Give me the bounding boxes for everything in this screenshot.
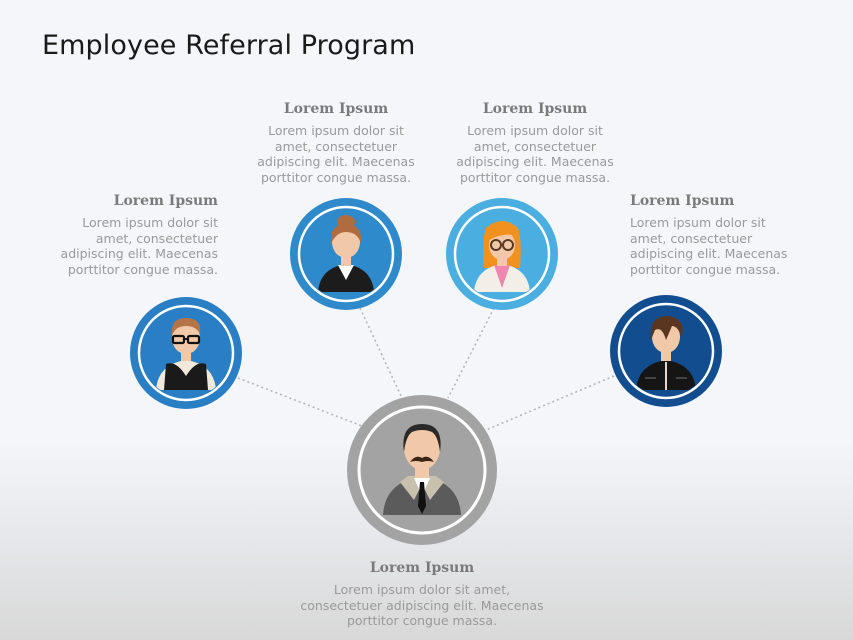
body-line: Lorem ipsum dolor sit amet, — [333, 582, 511, 597]
body-line: amet, consectetuer — [274, 138, 398, 154]
heading-right: Lorem Ipsum — [630, 193, 735, 209]
text-block-center: Lorem Ipsum Lorem ipsum dolor sit amet, … — [272, 560, 572, 629]
avatar-left[interactable] — [130, 297, 242, 409]
body-line: Lorem ipsum dolor sit — [82, 215, 218, 230]
body-right: Lorem ipsum dolor sit amet, consectetuer… — [630, 215, 830, 277]
connector-lines — [237, 307, 615, 431]
heading-top-right: Lorem Ipsum — [482, 101, 588, 117]
body-line: Lorem ipsum dolor sit — [630, 215, 766, 230]
connector-right — [485, 375, 615, 431]
text-block-top-left: Lorem Ipsum Lorem ipsum dolor sit amet, … — [236, 101, 436, 185]
man-mustache-suit-icon — [383, 424, 461, 515]
body-line: adipiscing elit. Maecenas — [257, 154, 415, 169]
body-line: porttitor congue massa. — [260, 169, 412, 185]
body-line: amet, consectetuer — [630, 230, 753, 246]
body-line: porttitor congue massa. — [630, 261, 781, 277]
body-line: consectetuer adipiscing elit. Maecenas — [300, 597, 544, 613]
body-top-left: Lorem ipsum dolor sit amet, consectetuer… — [236, 123, 436, 185]
body-line: adipiscing elit. Maecenas — [456, 154, 614, 169]
connector-left — [237, 377, 363, 427]
heading-top-left: Lorem Ipsum — [283, 101, 389, 117]
body-left: Lorem ipsum dolor sit amet, consectetuer… — [18, 215, 218, 277]
body-line: Lorem ipsum dolor sit — [467, 123, 603, 138]
body-line: porttitor congue massa. — [346, 613, 498, 628]
text-block-right: Lorem Ipsum Lorem ipsum dolor sit amet, … — [630, 193, 830, 277]
body-line: amet, consectetuer — [473, 138, 597, 154]
man-glasses-vest-icon — [156, 318, 216, 390]
body-line: amet, consectetuer — [95, 230, 218, 246]
body-line: porttitor congue massa. — [67, 261, 218, 277]
connector-top-left — [359, 307, 403, 399]
page-title: Employee Referral Program — [42, 30, 416, 61]
body-line: Lorem ipsum dolor sit — [268, 123, 404, 138]
body-line: adipiscing elit. Maecenas — [630, 246, 788, 261]
young-man-jacket-icon — [636, 316, 696, 390]
connector-top-right — [447, 307, 495, 399]
body-line: porttitor congue massa. — [459, 169, 611, 185]
text-block-left: Lorem Ipsum Lorem ipsum dolor sit amet, … — [18, 193, 218, 277]
avatar-top-right[interactable] — [446, 198, 558, 310]
text-block-top-right: Lorem Ipsum Lorem ipsum dolor sit amet, … — [435, 101, 635, 185]
avatar-center[interactable] — [347, 395, 497, 545]
heading-center: Lorem Ipsum — [369, 560, 475, 576]
heading-left: Lorem Ipsum — [113, 193, 218, 209]
avatar-top-left[interactable] — [290, 198, 402, 310]
body-center: Lorem ipsum dolor sit amet, consectetuer… — [272, 582, 572, 629]
woman-bun-suit-icon — [318, 215, 374, 292]
body-top-right: Lorem ipsum dolor sit amet, consectetuer… — [435, 123, 635, 185]
body-line: adipiscing elit. Maecenas — [60, 246, 218, 261]
avatar-right[interactable] — [610, 295, 722, 407]
woman-glasses-orange-hair-icon — [474, 221, 530, 292]
